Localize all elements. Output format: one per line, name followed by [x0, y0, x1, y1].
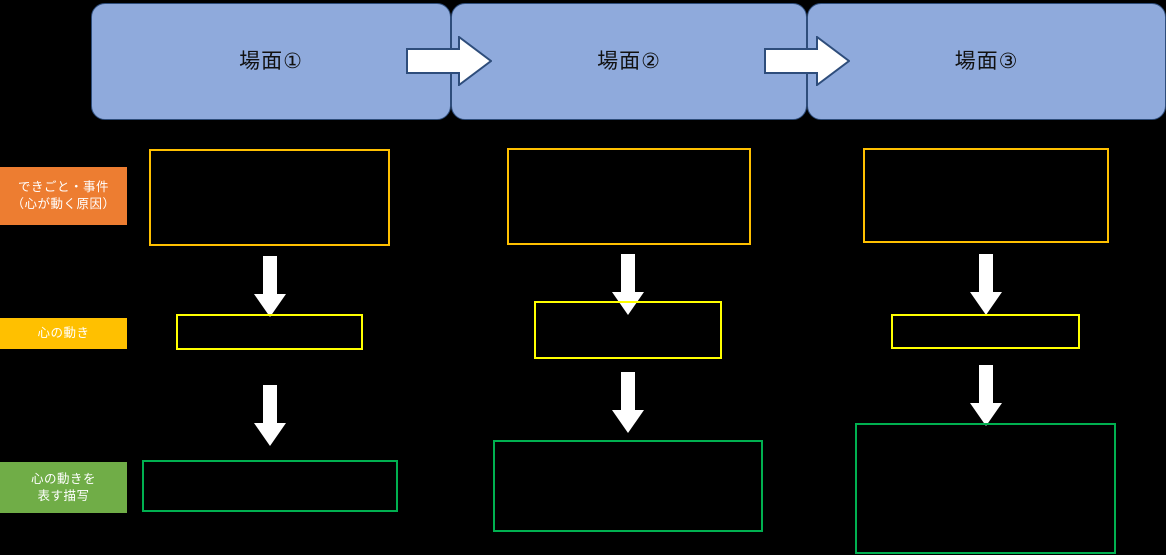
category-feeling-line-1: 心の動き — [37, 326, 90, 341]
scene-header-2[interactable]: 場面② — [451, 3, 807, 120]
scene-header-1-label: 場面① — [239, 50, 303, 73]
event-box-scene-1[interactable] — [149, 149, 390, 246]
depiction-box-scene-3[interactable] — [855, 423, 1116, 554]
feeling-box-scene-1[interactable] — [176, 314, 363, 350]
flow-arrow-scene-2-event-to-feeling — [611, 254, 645, 316]
scene-header-2-label: 場面② — [597, 50, 661, 73]
scene-arrow-1-to-2 — [406, 36, 492, 86]
category-event-line-1: できごと・事件 — [17, 180, 109, 195]
flow-arrow-scene-1-feeling-to-depiction — [253, 385, 287, 447]
feeling-box-scene-2[interactable] — [534, 301, 722, 359]
category-feeling: 心の動き — [0, 318, 127, 349]
event-box-scene-2[interactable] — [507, 148, 751, 245]
scene-header-3-label: 場面③ — [954, 50, 1019, 73]
event-box-scene-3[interactable] — [863, 148, 1109, 243]
category-event-line-2: （心が動く原因） — [11, 197, 116, 211]
scene-arrow-2-to-3 — [764, 36, 850, 86]
flow-arrow-scene-1-event-to-feeling — [253, 256, 287, 318]
depiction-box-scene-2[interactable] — [493, 440, 763, 532]
category-depiction-line-2: 表す描写 — [37, 488, 90, 503]
depiction-box-scene-1[interactable] — [142, 460, 398, 512]
flow-arrow-scene-3-event-to-feeling — [969, 254, 1003, 316]
scene-header-3[interactable]: 場面③ — [807, 3, 1166, 120]
scene-header-1[interactable]: 場面① — [91, 3, 451, 120]
flow-arrow-scene-2-feeling-to-depiction — [611, 372, 645, 434]
category-depiction: 心の動きを 表す描写 — [0, 462, 127, 513]
category-depiction-line-1: 心の動きを — [30, 471, 96, 486]
feeling-box-scene-3[interactable] — [891, 314, 1080, 349]
category-event: できごと・事件 （心が動く原因） — [0, 167, 127, 225]
flow-arrow-scene-3-feeling-to-depiction — [969, 365, 1003, 427]
